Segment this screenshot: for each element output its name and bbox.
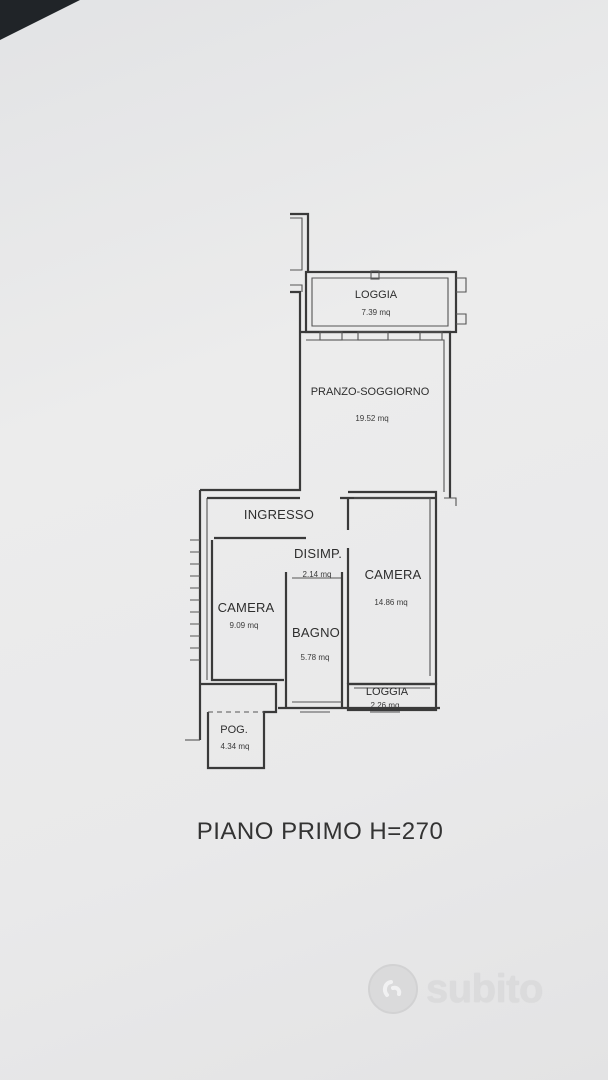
wall-east-upper	[300, 330, 452, 498]
room-name-ingresso: INGRESSO	[243, 507, 315, 522]
plan-title: PIANO PRIMO H=270	[196, 818, 444, 845]
subito-wordmark: subito	[426, 966, 543, 1011]
window-pranzo-1	[319, 331, 343, 341]
room-area-camera-left: 9.09 mq	[229, 621, 259, 630]
wall-west-upper	[200, 290, 302, 492]
window-pranzo-2	[357, 331, 389, 341]
room-name-loggia-bottom: LOGGIA	[365, 686, 409, 698]
room-name-camera-left: CAMERA	[217, 600, 275, 615]
stair-marks	[190, 539, 200, 661]
wall-stub-top	[290, 212, 310, 272]
room-area-pog: 4.34 mq	[220, 742, 250, 751]
loggia-top-walls	[304, 270, 458, 334]
camera-left-walls	[210, 540, 284, 682]
room-name-loggia-top: LOGGIA	[354, 289, 398, 301]
dark-corner	[0, 0, 80, 40]
room-name-pranzo: PRANZO-SOGGIORNO	[310, 386, 430, 398]
loggia-bottom-walls	[346, 682, 438, 712]
wall-stub-detail	[290, 217, 303, 292]
loggia-top-post	[370, 270, 380, 280]
room-area-loggia-bottom: 2.26 mq	[370, 701, 400, 710]
room-area-pranzo: 19.52 mq	[355, 414, 389, 423]
loggia-top-inner	[311, 277, 449, 327]
room-name-disimp: DISIMP.	[293, 546, 343, 561]
room-name-camera-right: CAMERA	[364, 567, 422, 582]
room-name-bagno: BAGNO	[292, 625, 340, 640]
pranzo-inner	[306, 339, 445, 492]
subito-watermark: subito	[368, 964, 543, 1014]
camera-right-walls	[348, 490, 438, 686]
window-pranzo-3	[419, 331, 443, 341]
room-area-camera-right: 14.86 mq	[374, 598, 408, 607]
east-notch	[444, 497, 457, 506]
room-name-pog: POG.	[220, 724, 248, 736]
room-area-disimp: 2.14 mq	[302, 570, 332, 579]
room-area-loggia-top: 7.39 mq	[361, 308, 391, 317]
loggia-top-pillars	[456, 277, 467, 325]
camera-right-inner	[354, 497, 431, 676]
subito-logo-icon	[368, 964, 418, 1014]
room-area-bagno: 5.78 mq	[300, 653, 330, 662]
